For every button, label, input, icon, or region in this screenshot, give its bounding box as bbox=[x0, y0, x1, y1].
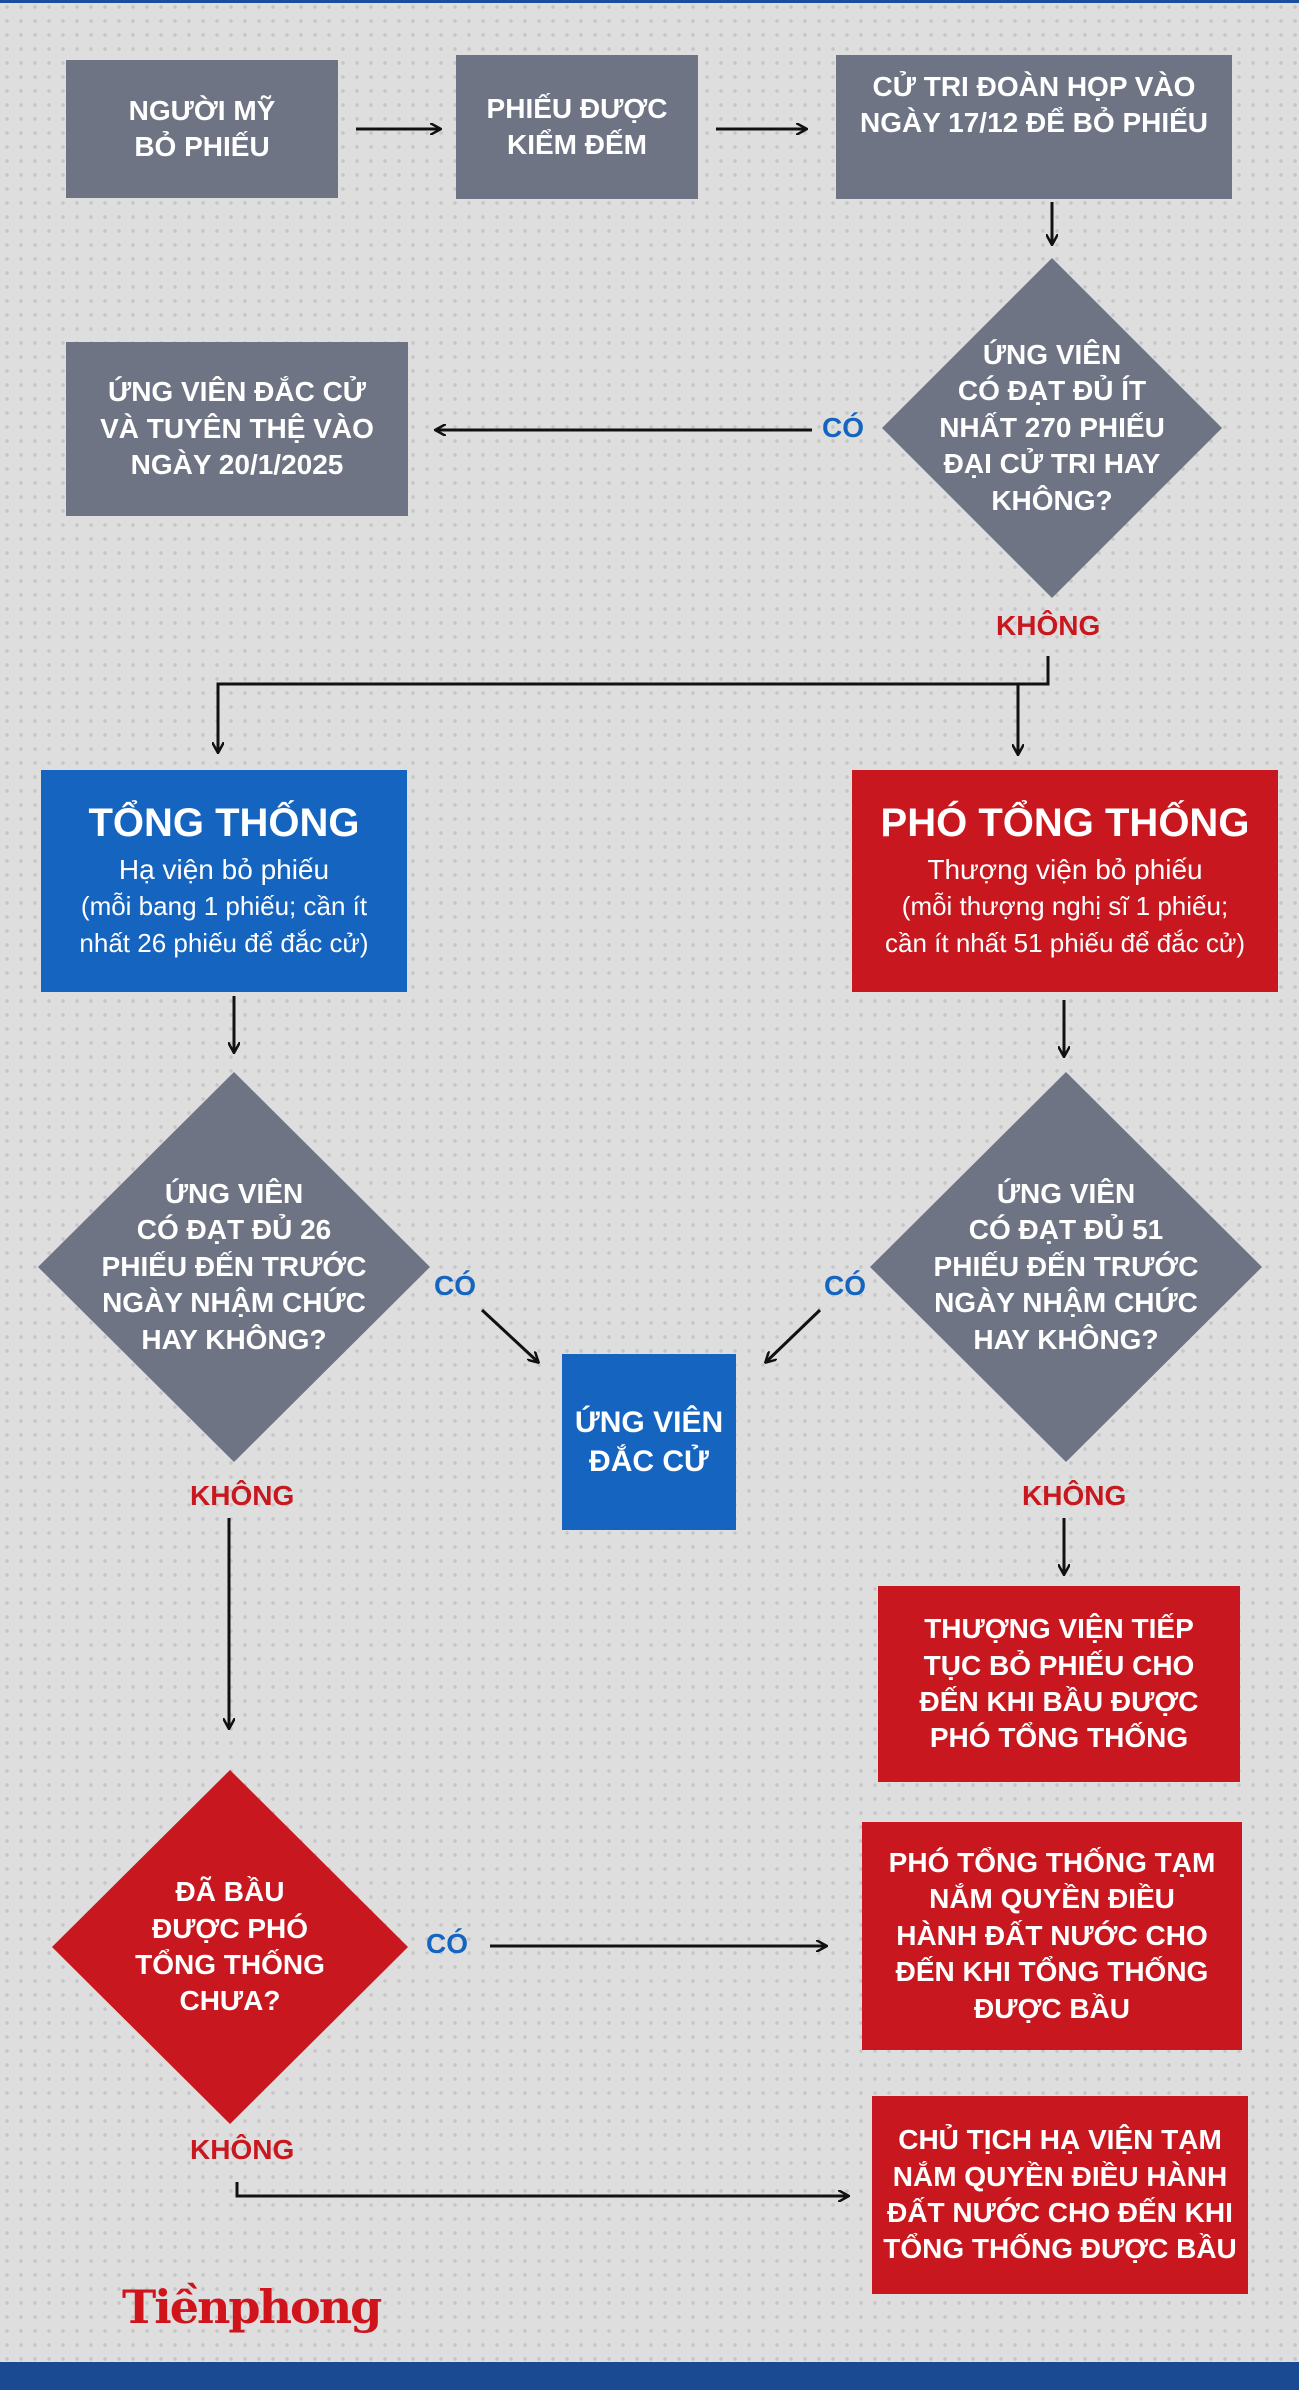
decision-270-diamond: ỨNG VIÊN CÓ ĐẠT ĐỦ ÍT NHẤT 270 PHIẾU ĐẠI… bbox=[882, 258, 1222, 598]
decision-vp-elected-text: ĐÃ BẦU ĐƯỢC PHÓ TỔNG THỐNG CHƯA? bbox=[135, 1876, 325, 2017]
vice-president-line3: cần ít nhất 51 phiếu để đắc cử) bbox=[885, 927, 1245, 958]
vice-president-title: Phó Tổng thống bbox=[880, 800, 1250, 845]
vice-president-line1: Thượng viện bỏ phiếu bbox=[927, 853, 1203, 885]
decision-vp-elected-diamond: ĐÃ BẦU ĐƯỢC PHÓ TỔNG THỐNG CHƯA? bbox=[52, 1770, 408, 2124]
step-winner-sworn-box: Ứng viên đắc cử và tuyên thệ vào ngày 20… bbox=[66, 342, 408, 516]
president-box: Tổng thống Hạ viện bỏ phiếu (mỗi bang 1 … bbox=[41, 770, 407, 992]
decision-26-text: ỨNG VIÊN CÓ ĐẠT ĐỦ 26 PHIẾU ĐẾN TRƯỚC NG… bbox=[101, 1178, 367, 1355]
president-line1: Hạ viện bỏ phiếu bbox=[118, 853, 330, 885]
step-counted-box: Phiếu được kiểm đếm bbox=[456, 55, 698, 199]
president-line2: (mỗi bang 1 phiếu; cần ít bbox=[80, 891, 368, 922]
no-label-270: KHÔNG bbox=[996, 610, 1101, 641]
senate-continue-box: Thượng viện tiếp tục bỏ phiếu cho đến kh… bbox=[878, 1586, 1240, 1782]
step-voters-box: Người Mỹ bỏ phiếu bbox=[66, 60, 338, 198]
elected-box: Ứng viên đắc cử bbox=[562, 1354, 736, 1530]
decision-51-text: ỨNG VIÊN CÓ ĐẠT ĐỦ 51 PHIẾU ĐẾN TRƯỚC NG… bbox=[933, 1178, 1199, 1355]
top-rule bbox=[0, 0, 1299, 3]
decision-26-diamond: ỨNG VIÊN CÓ ĐẠT ĐỦ 26 PHIẾU ĐẾN TRƯỚC NG… bbox=[38, 1072, 430, 1462]
step-electors-box: Cử tri đoàn họp vào ngày 17/12 để bỏ phi… bbox=[836, 55, 1232, 199]
decision-51-diamond: ỨNG VIÊN CÓ ĐẠT ĐỦ 51 PHIẾU ĐẾN TRƯỚC NG… bbox=[870, 1072, 1262, 1462]
no-label-26: KHÔNG bbox=[190, 1480, 295, 1511]
yes-label-26: CÓ bbox=[434, 1270, 476, 1301]
yes-label-vp-elected: CÓ bbox=[426, 1928, 468, 1959]
vp-acting-box: Phó Tổng thống tạm nắm quyền điều hành đ… bbox=[862, 1822, 1242, 2050]
vice-president-box: Phó Tổng thống Thượng viện bỏ phiếu (mỗi… bbox=[852, 770, 1278, 992]
decision-270-text: ỨNG VIÊN CÓ ĐẠT ĐỦ ÍT NHẤT 270 PHIẾU ĐẠI… bbox=[939, 339, 1165, 516]
arrow-no-split bbox=[216, 656, 1050, 752]
arrow-no-to-speaker bbox=[235, 2182, 848, 2198]
president-line3: nhất 26 phiếu để đắc cử) bbox=[79, 927, 369, 958]
vice-president-line2: (mỗi thượng nghị sĩ 1 phiếu; bbox=[901, 891, 1229, 922]
no-label-51: KHÔNG bbox=[1022, 1480, 1127, 1511]
no-label-vp-elected: KHÔNG bbox=[190, 2134, 295, 2165]
yes-label-51: CÓ bbox=[824, 1270, 866, 1301]
tienphong-logo: Tiềnphong bbox=[122, 2280, 382, 2334]
yes-label-270: CÓ bbox=[822, 412, 864, 443]
president-title: Tổng thống bbox=[88, 800, 360, 845]
arrow-yes26-to-elected bbox=[480, 1308, 538, 1362]
bottom-bar bbox=[0, 2362, 1299, 2390]
speaker-acting-box: Chủ tịch Hạ viện tạm nắm quyền điều hành… bbox=[872, 2096, 1248, 2294]
arrow-yes51-to-elected bbox=[766, 1308, 822, 1362]
